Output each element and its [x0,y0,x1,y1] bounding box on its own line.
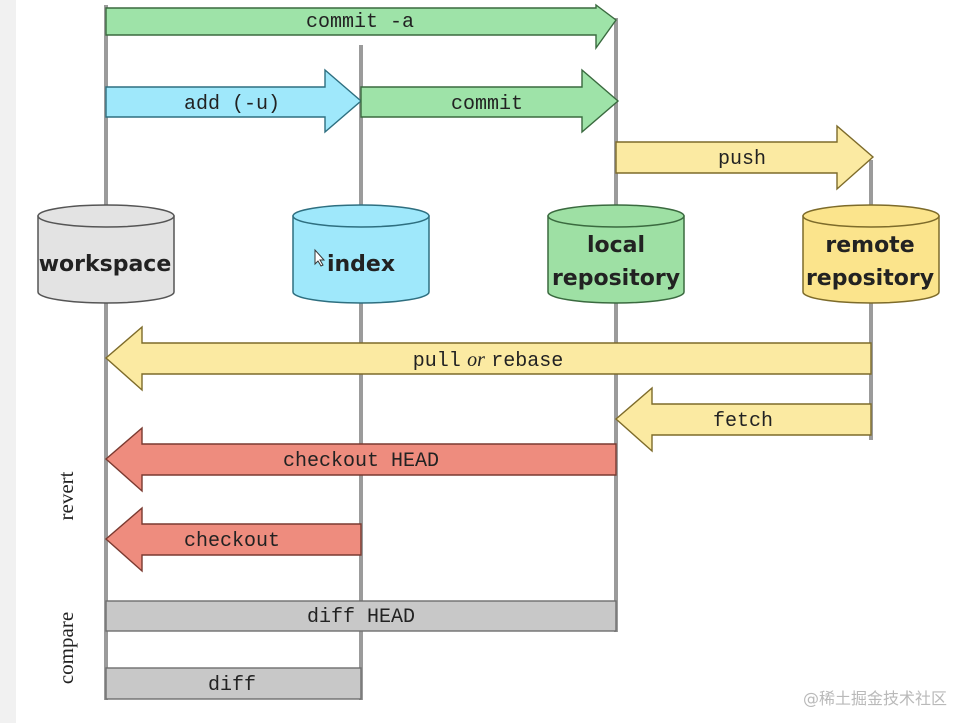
checkout-label: checkout [184,530,280,553]
pull-rebase-arrow: pull or rebase [104,325,872,392]
diff-label: diff [208,674,256,697]
mouse-cursor-icon [314,248,326,267]
diff-head-bar: diff HEAD [105,600,617,632]
push-arrow: push [615,124,875,191]
add-label: add (-u) [184,93,280,116]
rebase-label: rebase [491,350,563,373]
watermark: @稀土掘金技术社区 [802,689,947,708]
workspace-db: workspace [37,204,175,304]
commit-all-label: commit -a [306,11,414,34]
checkout-head-label: checkout HEAD [283,450,439,473]
index-db: index [292,204,430,304]
push-label: push [718,148,766,171]
pull-rebase-label: pull or rebase [413,347,564,373]
checkout-head-arrow: checkout HEAD [104,426,617,493]
or-label: or [467,349,485,371]
commit-label: commit [451,93,523,116]
add-arrow: add (-u) [105,68,363,134]
index-label: index [327,252,395,277]
remote-repository-db: remote repository [802,204,940,304]
revert-side-label: revert [54,471,78,520]
commit-all-arrow: commit -a [105,3,617,51]
pull-label: pull [413,350,461,373]
local-repo-label-line2: repository [552,266,680,291]
fetch-arrow: fetch [614,386,872,453]
compare-side-label: compare [54,612,78,684]
workspace-label: workspace [39,252,172,277]
diff-bar: diff [105,667,362,700]
diff-head-label: diff HEAD [307,606,415,629]
commit-arrow: commit [360,68,620,134]
remote-repo-label-line2: repository [806,266,934,291]
page-edge [0,0,16,723]
checkout-arrow: checkout [104,506,362,573]
remote-repo-label-line1: remote [825,233,914,258]
local-repository-db: local repository [547,204,685,304]
local-repo-label-line1: local [587,233,645,258]
fetch-label: fetch [713,410,773,433]
